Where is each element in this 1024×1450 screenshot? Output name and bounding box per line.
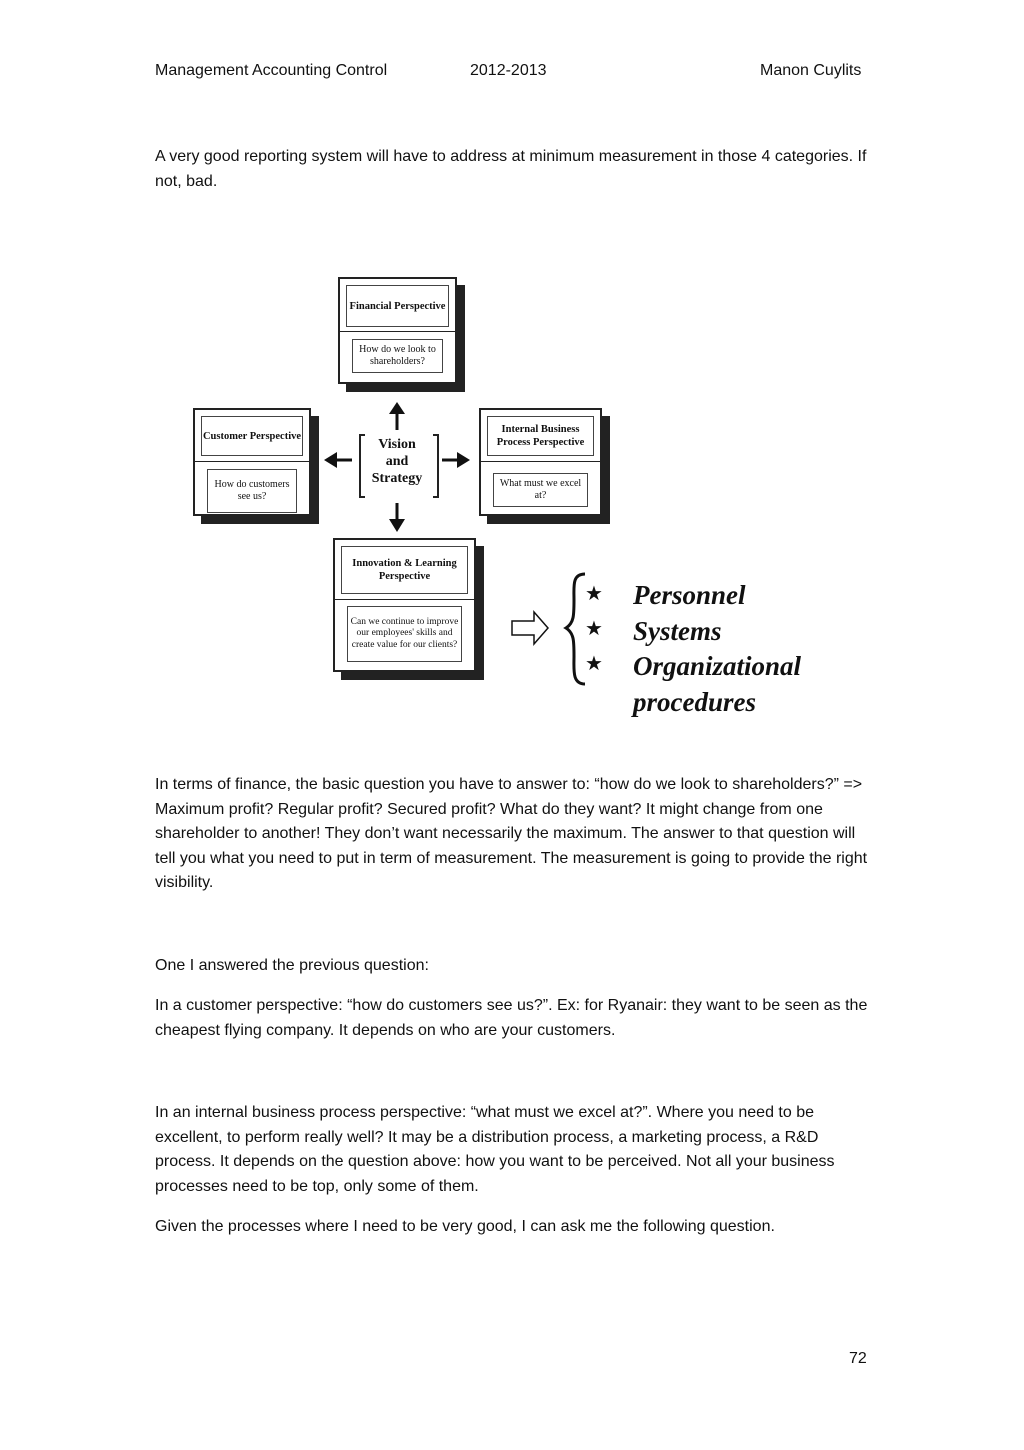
paragraph-finance: In terms of finance, the basic question …: [155, 776, 868, 891]
internal-business-process-box: Internal Business Process Perspective Wh…: [479, 408, 602, 516]
financial-perspective-box: Financial Perspective How do we look to …: [338, 277, 457, 384]
vision-and-strategy: Vision and Strategy: [371, 437, 423, 486]
item-organizational: Organizational: [633, 651, 802, 681]
paragraph-customer: In a customer perspective: “how do custo…: [155, 997, 868, 1039]
item-procedures: procedures: [633, 686, 756, 717]
arrow-up-icon: [389, 402, 405, 414]
innovation-question: Can we continue to improve our employees…: [347, 606, 462, 662]
header-year: 2012-2013: [470, 62, 547, 79]
header-author: Manon Cuylits: [760, 62, 862, 79]
right-bracket: [433, 434, 439, 498]
internal-title: Internal Business Process Perspective: [487, 416, 594, 456]
paragraph-given-processes: Given the processes where I need to be v…: [155, 1218, 775, 1235]
arrow-down-icon: [389, 519, 405, 532]
curly-brace-icon: [563, 572, 586, 686]
financial-question: How do we look to shareholders?: [352, 339, 443, 373]
outcome-list: Personnel Systems Organizational procedu…: [633, 578, 801, 720]
star-icon: ★: [585, 651, 603, 675]
item-personnel: Personnel: [633, 580, 746, 610]
hollow-arrow-icon: [511, 610, 549, 646]
arrow-left-icon: [324, 452, 337, 468]
innovation-title: Innovation & Learning Perspective: [341, 546, 468, 594]
page-number: 72: [849, 1350, 867, 1367]
paragraph-internal: In an internal business process perspect…: [155, 1104, 835, 1195]
customer-question: How do customers see us?: [207, 469, 297, 513]
financial-title: Financial Perspective: [346, 285, 449, 327]
intro-paragraph: A very good reporting system will have t…: [155, 148, 867, 190]
innovation-learning-box: Innovation & Learning Perspective Can we…: [333, 538, 476, 672]
star-icons: ★ ★ ★: [585, 576, 603, 681]
paragraph-previous-question: One I answered the previous question:: [155, 957, 429, 974]
header-course: Management Accounting Control: [155, 62, 388, 79]
customer-title: Customer Perspective: [201, 416, 303, 456]
item-systems: Systems: [633, 615, 722, 646]
customer-perspective-box: Customer Perspective How do customers se…: [193, 408, 311, 516]
star-icon: ★: [585, 581, 603, 605]
left-bracket: [359, 434, 365, 498]
star-icon: ★: [585, 616, 603, 640]
arrow-right-icon: [457, 452, 470, 468]
internal-question: What must we excel at?: [493, 473, 588, 507]
